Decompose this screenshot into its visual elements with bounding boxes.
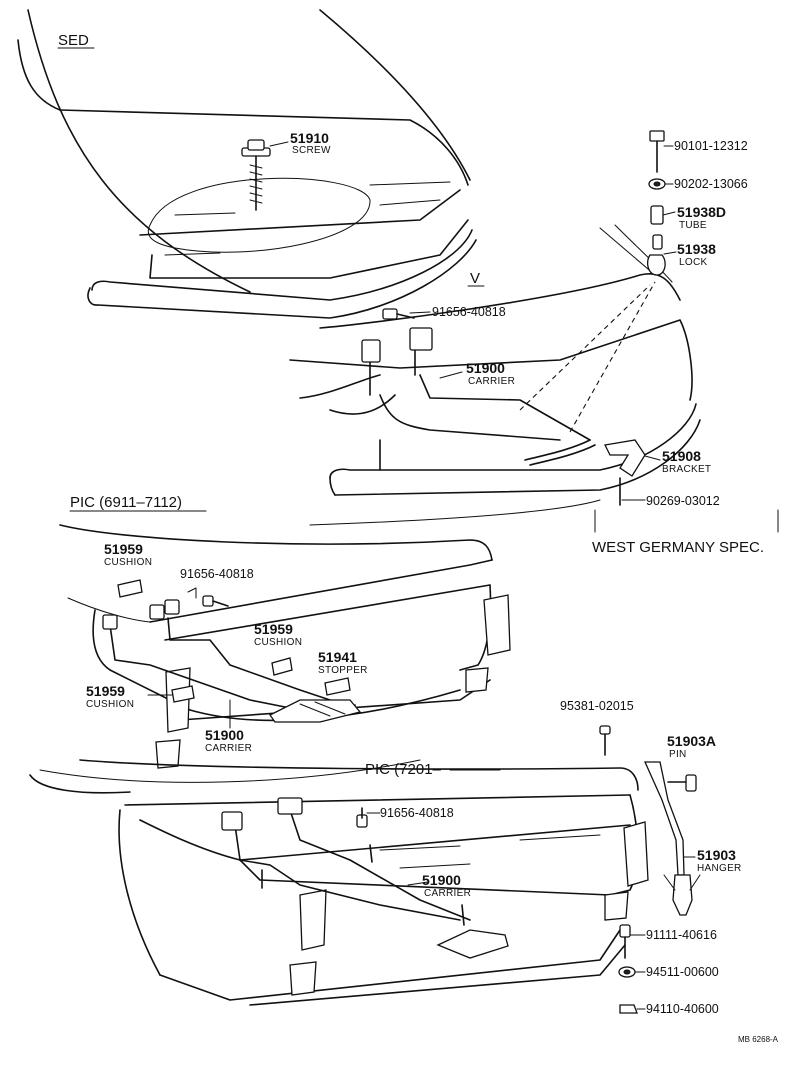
callout-51959-a-name: CUSHION [104,557,152,568]
callout-51900-pic2: 51900 [422,872,461,888]
v-body-rear-view [289,130,779,533]
callout-51900-v-name: CARRIER [468,376,515,387]
callout-91656-40818-pic1: 91656-40818 [180,567,254,581]
callout-51959-a: 51959 [104,541,143,557]
callout-90269-03012: 90269-03012 [646,494,720,508]
callout-51941-name: STOPPER [318,665,368,676]
callout-51900-pic1: 51900 [205,727,244,743]
callout-90101-12312: 90101-12312 [674,139,748,153]
callout-51908-name: BRACKET [662,464,711,475]
callout-51938: 51938 [677,241,716,257]
section-label-west-germany: WEST GERMANY SPEC. [592,539,764,556]
callout-51903: 51903 [697,847,736,863]
callout-51903a: 51903A [667,733,716,749]
callout-90202-13066: 90202-13066 [674,177,748,191]
callout-51938-name: LOCK [679,257,707,268]
pickup-1972-onward-view [79,725,701,1014]
footer-code: MB 6268-A [738,1035,779,1044]
callout-94110-40600: 94110-40600 [646,1002,719,1016]
section-label-sed: SED [58,32,89,49]
callout-51959-b-name: CUSHION [254,637,302,648]
callout-51959-c-name: CUSHION [86,699,134,710]
callout-51938d: 51938D [677,204,726,220]
sedan-rear-view [17,9,477,319]
callout-51903-name: HANGER [697,863,742,874]
callout-95381-02015: 95381-02015 [560,699,634,713]
callout-51903a-name: PIN [669,749,687,760]
callout-94511-00600: 94511-00600 [646,965,719,979]
pickup-1969-1971-view [29,524,511,794]
section-label-pic-1969: PIC (6911–7112) [70,494,182,511]
callout-91656-40818-pic2: 91656-40818 [380,806,454,820]
callout-51900-pic1-name: CARRIER [205,743,252,754]
section-label-pic-1972: PIC (7201– [365,761,442,778]
callout-51910-name: SCREW [292,145,331,156]
callout-51959-c: 51959 [86,683,125,699]
callout-51941: 51941 [318,649,357,665]
callout-91656-40818-v: 91656-40818 [432,305,506,319]
callout-51900-v: 51900 [466,360,505,376]
callout-51959-b: 51959 [254,621,293,637]
section-label-v: V [470,270,480,287]
callout-51908: 51908 [662,448,701,464]
callout-51938d-name: TUBE [679,220,707,231]
callout-51910: 51910 [290,130,329,146]
callout-91111-40616: 91111-40616 [646,928,717,942]
callout-51900-pic2-name: CARRIER [424,888,471,899]
